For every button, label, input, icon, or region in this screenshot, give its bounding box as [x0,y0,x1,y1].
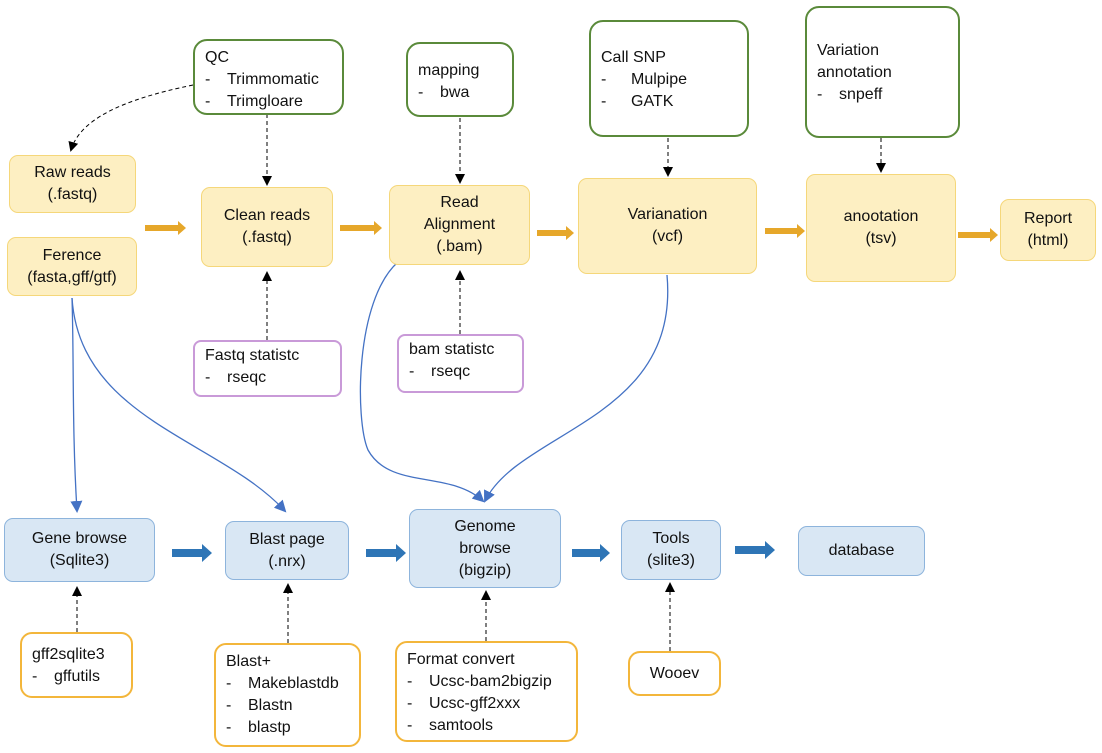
pipeline-arrow-5 [958,228,998,242]
annotation-node: anootation (tsv) [806,174,956,282]
reference-to-gene-browse-line [70,297,83,513]
mapping-item-1: -bwa [418,84,470,101]
clean-reads-label: Clean reads [223,207,311,224]
call-snp-item-2: -GATK [601,93,674,110]
read-alignment-label-2: Alignment [423,216,496,233]
blast-plus-item-3: -blastp [226,719,291,736]
pipeline-arrow-4 [765,224,805,238]
reference-to-blast-page-line [71,297,287,513]
qc-to-raw-reads-arrow [68,84,194,152]
wooev-title: Wooev [649,664,700,682]
variation-annotation-title-1: Variation [817,42,879,59]
gene-browse-format: (Sqlite3) [49,552,110,569]
variation-node: Varianation (vcf) [578,178,757,274]
qc-tool-box: QC -Trimmomatic -Trimgloare [193,39,344,115]
variation-annotation-item-1: -snpeff [817,86,883,103]
tools-label: Tools [652,530,690,547]
call-snp-tool-box: Call SNP -Mulpipe -GATK [589,20,749,137]
wooev-tool-box: Wooev [628,651,721,696]
fastq-statistic-title: Fastq statistc [205,347,300,364]
gene-browse-node: Gene browse (Sqlite3) [4,518,155,582]
tools-format: (slite3) [646,552,695,569]
qc-item-1: -Trimmomatic [205,71,319,88]
clean-reads-format: (.fastq) [242,229,292,246]
annotation-label: anootation [843,208,919,225]
qc-item-2: -Trimgloare [205,93,303,110]
mapping-title: mapping [418,62,480,79]
mapping-tool-box: mapping -bwa [406,42,514,117]
gff2sqlite3-item-1: -gffutils [32,668,100,685]
format-convert-item-3: -samtools [407,717,494,734]
bam-statistic-box: bam statistc -rseqc [397,334,524,393]
report-format: (html) [1027,232,1069,249]
blast-page-node: Blast page (.nrx) [225,521,349,580]
call-snp-title: Call SNP [601,49,666,66]
variation-annotation-tool-box: Variation annotation -snpeff [805,6,960,138]
web-arrow-2 [366,544,406,562]
tools-node: Tools (slite3) [621,520,721,580]
gene-browse-label: Gene browse [31,530,128,547]
pipeline-arrow-2 [340,221,382,235]
qc-title: QC [205,49,229,66]
report-node: Report (html) [1000,199,1096,261]
call-snp-item-1: -Mulpipe [601,71,688,88]
web-arrow-3 [572,544,610,562]
read-alignment-format: (.bam) [436,238,483,255]
raw-reads-label: Raw reads [34,164,111,181]
variation-format: (vcf) [651,228,684,245]
pipeline-arrow-1 [145,221,186,235]
variation-annotation-title-2: annotation [817,64,892,81]
genome-browse-format: (bigzip) [458,561,512,579]
database-node: database [798,526,925,576]
blast-plus-title: Blast+ [226,653,271,670]
genome-browse-label-2: browse [459,539,511,557]
blast-plus-item-1: -Makeblastdb [226,675,339,692]
format-convert-tool-box: Format convert -Ucsc-bam2bigzip -Ucsc-gf… [395,641,578,742]
read-alignment-node: Read Alignment (.bam) [389,185,530,265]
database-label: database [828,542,895,559]
pipeline-arrow-3 [537,226,574,240]
raw-reads-format: (.fastq) [47,186,98,203]
report-label: Report [1023,210,1073,227]
blast-page-label: Blast page [249,530,325,548]
bam-statistic-title: bam statistc [409,341,495,358]
read-alignment-label-1: Read [440,194,479,211]
reference-format: (fasta,gff/gtf) [27,268,117,286]
reference-node: Ference (fasta,gff/gtf) [7,237,137,296]
gff2sqlite3-title: gff2sqlite3 [32,646,105,663]
variation-label: Varianation [627,206,708,223]
annotation-format: (tsv) [865,230,897,247]
web-arrows [172,541,775,562]
blast-page-format: (.nrx) [268,552,306,570]
bam-statistic-item-1: -rseqc [409,363,471,380]
blast-plus-item-2: -Blastn [226,697,293,714]
format-convert-item-1: -Ucsc-bam2bigzip [407,673,552,690]
raw-reads-node: Raw reads (.fastq) [9,155,136,213]
blast-plus-tool-box: Blast+ -Makeblastdb -Blastn -blastp [214,643,361,747]
gff2sqlite3-tool-box: gff2sqlite3 -gffutils [20,632,133,698]
genome-browse-label-1: Genome [454,517,516,535]
web-arrow-4 [735,541,775,559]
fastq-statistic-item-1: -rseqc [205,369,267,386]
genome-browse-node: Genome browse (bigzip) [409,509,561,588]
fastq-statistic-box: Fastq statistc -rseqc [193,340,342,397]
alignment-to-genome-browse-line [359,261,485,503]
format-convert-title: Format convert [407,651,515,668]
variation-to-genome-browse-line [484,274,669,503]
format-convert-item-2: -Ucsc-gff2xxx [407,695,521,712]
pipeline-arrows [145,221,998,242]
reference-label: Ference [42,246,102,264]
web-arrow-1 [172,544,212,562]
clean-reads-node: Clean reads (.fastq) [201,187,333,267]
